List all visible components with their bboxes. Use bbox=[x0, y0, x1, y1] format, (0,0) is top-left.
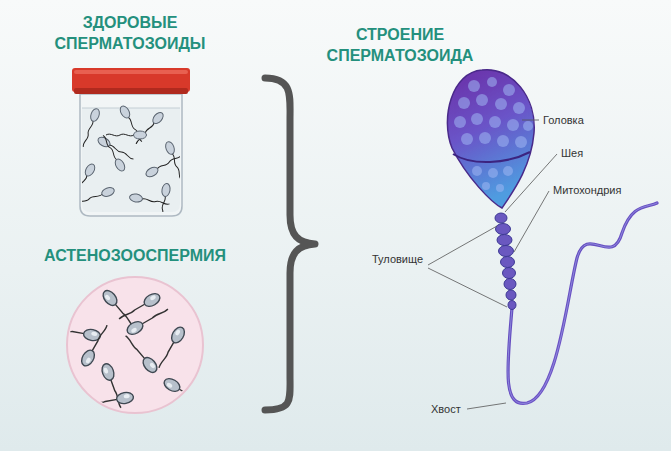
part-label: Туловище bbox=[372, 252, 423, 266]
sperm-cell bbox=[428, 70, 657, 409]
curly-bracket bbox=[265, 78, 315, 410]
part-label: Хвост bbox=[431, 402, 461, 416]
part-label: Шея bbox=[561, 146, 583, 160]
part-label: Головка bbox=[543, 113, 584, 127]
part-label: Митохондрия bbox=[553, 183, 621, 197]
heading: ЗДОРОВЫЕ СПЕРМАТОЗОИДЫ bbox=[55, 12, 206, 54]
heading: АСТЕНОЗООСПЕРМИЯ bbox=[44, 245, 226, 266]
heading: СТРОЕНИЕ СПЕРМАТОЗОИДА bbox=[327, 24, 474, 66]
microscope-view bbox=[54, 277, 208, 413]
sample-jar bbox=[70, 68, 190, 224]
